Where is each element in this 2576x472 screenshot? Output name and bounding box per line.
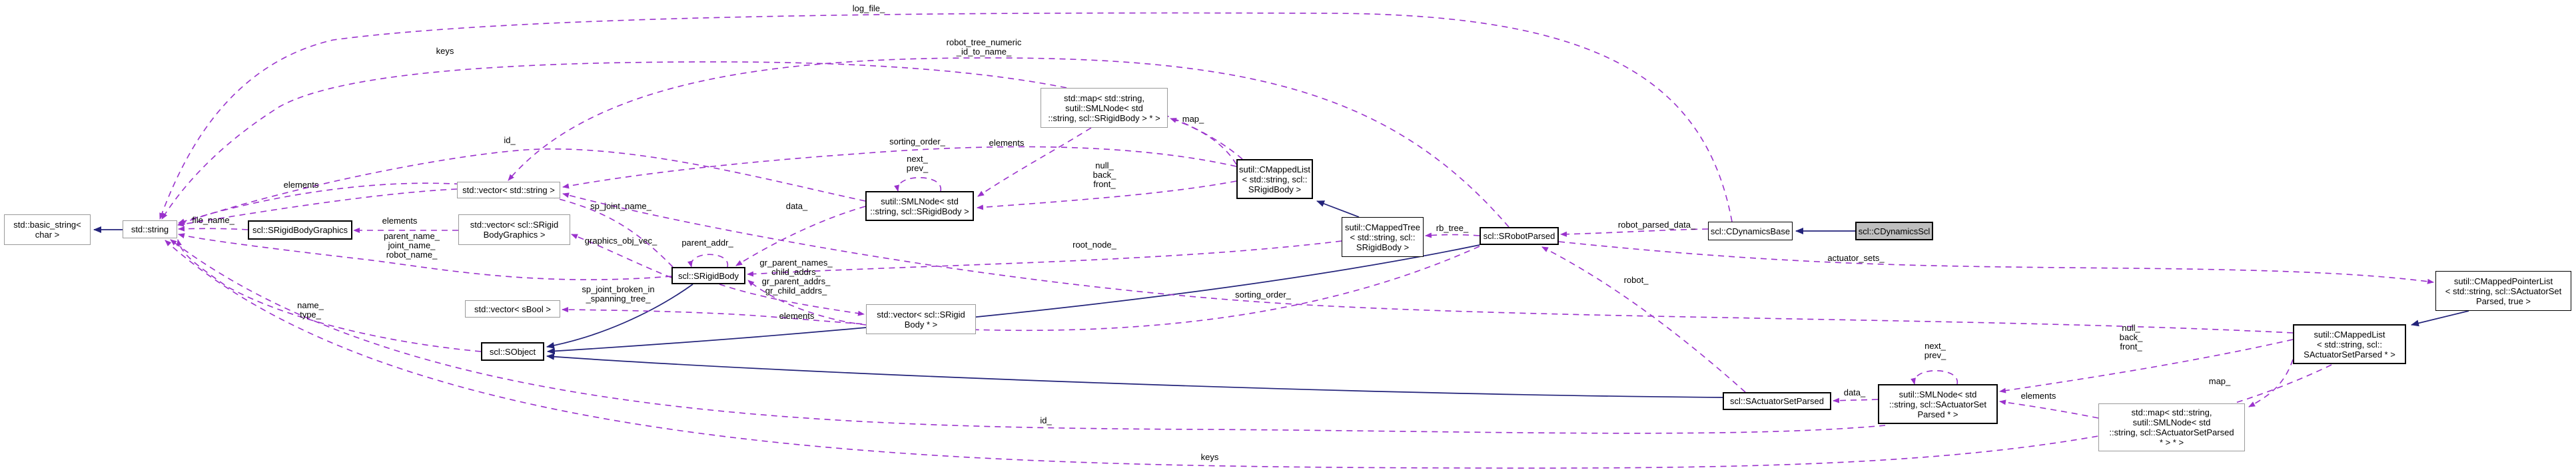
edge-parent-addr [687,254,728,268]
node-label-line: std::vector< sBool > [474,304,551,314]
edge-null-back-front-top [977,180,1237,210]
edge-next-prev-top [894,176,941,192]
node-sobject[interactable]: scl::SObject [481,342,544,361]
edge-data-srigidbody [735,206,866,266]
edge-null-back-front-bottom [1999,339,2294,393]
edge-robot-parsed-data [1560,228,1709,237]
node-label-line: SRigidBody > [1248,184,1302,194]
edge-sorting-order-bottom [562,192,2294,334]
edge-robot-tree-numeric-id-to-name [508,57,1509,228]
node-smlnode-srigidbody[interactable]: sutil::SMLNode< std::string, scl::SRigid… [865,191,974,221]
node-label-line: scl::CDynamicsBase [1710,226,1791,236]
node-label-line: < std::string, scl:: [2317,339,2382,350]
node-std-basic-string[interactable]: std::basic_string<char > [4,214,91,245]
node-label-line: Parsed * > [1917,409,1958,419]
node-label-line: std::map< std::string, [1063,93,1145,103]
node-cmappedpointerlist[interactable]: sutil::CMappedPointerList< std::string, … [2435,271,2571,311]
edge-actuator-sets [1558,241,2434,284]
edge-keys-bottom [165,240,2332,469]
node-vector-sbool[interactable]: std::vector< sBool > [465,300,560,318]
node-label-line: std::vector< scl::SRigid [877,309,965,320]
edge-map-bottom [2248,359,2294,407]
node-label-line: std::vector< std::string > [462,185,555,195]
node-cdynamicsscl[interactable]: scl::CDynamicsScl [1855,222,1933,240]
node-map-smlnode-sactuatorsetparsed[interactable]: std::map< std::string, sutil::SMLNode< s… [2098,403,2245,451]
node-label-line: std::map< std::string, [2131,407,2212,417]
node-label-line: std::basic_string< [13,220,81,230]
node-srobotparsed[interactable]: scl::SRobotParsed [1480,227,1559,245]
edge-robot [1541,246,1746,393]
node-label-line: Parsed, true > [2475,296,2531,306]
edge-elements-vecstring [177,188,458,227]
node-srigidbody[interactable]: scl::SRigidBody [671,267,745,284]
node-label-line: ::string, scl::SRigidBody > [870,206,969,216]
node-label-line: scl::SRobotParsed [1483,231,1555,241]
node-label-line: scl::CDynamicsScl [1858,226,1931,236]
node-cdynamicsbase[interactable]: scl::CDynamicsBase [1708,222,1793,240]
edge-file-name [178,226,248,232]
edge-id-top [178,148,866,225]
edge-parent-joint-robot-name [178,233,672,280]
edge-inh-cmappedpointerlist-cmappedlist [2411,310,2469,327]
edge-gr-addrs [719,284,865,316]
node-srigidbodygraphics[interactable]: scl::SRigidBodyGraphics [248,220,352,240]
node-cmappedlist-srigidbody[interactable]: sutil::CMappedList< std::string, scl::SR… [1236,159,1313,199]
node-label-line: ::string, scl::SActuatorSetParsed [2109,427,2234,437]
node-label-line: * > * > [2159,437,2184,447]
edge-rb-tree [1425,232,1480,238]
node-std-string[interactable]: std::string [123,220,177,238]
edge-inh-cmappedtree-cmappedlist [1316,200,1360,218]
node-cmappedtree-srigidbody[interactable]: sutil::CMappedTree< std::string, scl::SR… [1342,217,1424,257]
node-label-line: sutil::SMLNode< std [1899,389,1977,399]
node-label-line: sutil::CMappedPointerList [2453,276,2553,286]
node-label-line: ::string, scl::SActuatorSet [1889,399,1986,409]
node-label-line: std::vector< scl::SRigid [470,220,559,230]
node-label-line: < std::string, scl:: [1350,232,1416,242]
node-label-line: ::string, scl::SRigidBody > * > [1048,113,1160,123]
edge-graphics-obj-vec [571,234,672,278]
node-map-smlnode-srigidbody[interactable]: std::map< std::string, sutil::SMLNode< s… [1041,88,1168,128]
node-smlnode-sactuatorsetparsed[interactable]: sutil::SMLNode< std::string, scl::SActua… [1878,384,1998,424]
edge-elements-vecsrbptr [747,280,867,326]
node-label-line: sutil::SMLNode< std [1065,103,1143,113]
node-label-line: char > [35,230,60,240]
edge-data-sactuatorsetparsed [1833,397,1879,403]
node-label-line: sutil::SMLNode< std [881,196,959,206]
node-vector-string[interactable]: std::vector< std::string > [457,182,560,198]
node-label-line: scl::SRigidBody [677,270,739,281]
node-label-line: BodyGraphics > [483,230,546,240]
node-label-line: sutil::SMLNode< std [2132,417,2211,427]
node-label-line: < std::string, scl::SActuatorSet [2445,286,2562,296]
node-label-line: SRigidBody > [1356,242,1410,252]
edge-keys-top [161,61,1243,220]
node-label-line: scl::SRigidBodyGraphics [252,225,348,235]
node-cmappedlist-sactuatorsetparsed[interactable]: sutil::CMappedList< std::string, scl::SA… [2293,324,2406,364]
node-label-line: sutil::CMappedTree [1345,222,1420,232]
node-label-line: < std::string, scl:: [1242,174,1308,184]
node-sactuatorsetparsed[interactable]: scl::SActuatorSetParsed [1723,392,1831,410]
edge-sp-joint-broken [562,246,1480,332]
node-label-line: Body * > [904,319,938,330]
node-label-line: sutil::CMappedList [1239,164,1310,174]
edge-sorting-order-top [562,146,1237,189]
edge-inh-srobotparsed-sobject [547,244,1480,355]
edge-log-file [159,12,1733,222]
edge-root-node [747,240,1342,277]
node-label-line: std::string [131,224,169,234]
edge-elements-map-sap [1999,399,2099,419]
node-label-line: scl::SActuatorSetParsed [1730,396,1824,406]
edge-map-top [1170,118,1237,165]
node-label-line: SActuatorSetParsed * > [2304,349,2395,359]
edge-next-prev-bottom [1911,369,1958,385]
edge-inh-sactuatorsetparsed-sobject [546,353,1723,398]
node-label-line: scl::SObject [489,346,536,357]
edge-name-type [177,239,482,352]
node-label-line: sutil::CMappedList [2314,329,2385,340]
edge-elements-map-srb [977,127,1092,197]
edge-id-bottom [170,239,1886,434]
edge-inh-srigidbody-sobject [546,284,693,349]
